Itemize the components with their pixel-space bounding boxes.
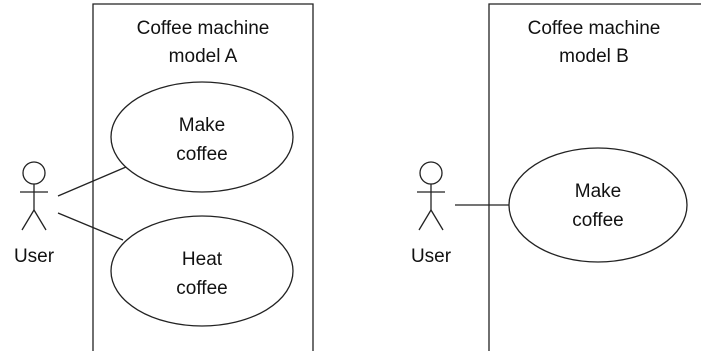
actor-head bbox=[22, 161, 46, 185]
use-case-make-coffee-b: Make coffee bbox=[508, 147, 688, 263]
actor-user-model-b bbox=[417, 161, 445, 231]
actor-label: User bbox=[14, 246, 55, 267]
actor-label: User bbox=[411, 246, 452, 267]
diagram-model-a: Coffee machine model A User Make coffee … bbox=[14, 3, 314, 351]
system-boundary-model-b bbox=[488, 3, 701, 351]
association-line-heat bbox=[57, 212, 124, 241]
actor-user-model-a bbox=[20, 161, 48, 231]
diagram-model-b: Coffee machine model B User Make coffee bbox=[411, 3, 701, 351]
use-case-label-line2: coffee bbox=[572, 210, 623, 231]
association-line-make bbox=[57, 166, 127, 197]
use-case-label-line1: Make bbox=[575, 181, 621, 202]
use-case-label-line2: coffee bbox=[176, 144, 227, 165]
use-case-label-line1: Make bbox=[179, 115, 225, 136]
use-case-label-line1: Heat bbox=[182, 249, 223, 270]
system-title-line1: Coffee machine bbox=[528, 18, 661, 39]
use-case-make-coffee-a: Make coffee bbox=[110, 81, 294, 193]
actor-head bbox=[419, 161, 443, 185]
system-title-line2: model A bbox=[169, 46, 238, 67]
use-case-label-line2: coffee bbox=[176, 278, 227, 299]
system-title-line2: model B bbox=[559, 46, 629, 67]
use-case-heat-coffee-a: Heat coffee bbox=[110, 215, 294, 327]
system-boundary-model-a bbox=[92, 3, 314, 351]
system-title-line1: Coffee machine bbox=[137, 18, 270, 39]
